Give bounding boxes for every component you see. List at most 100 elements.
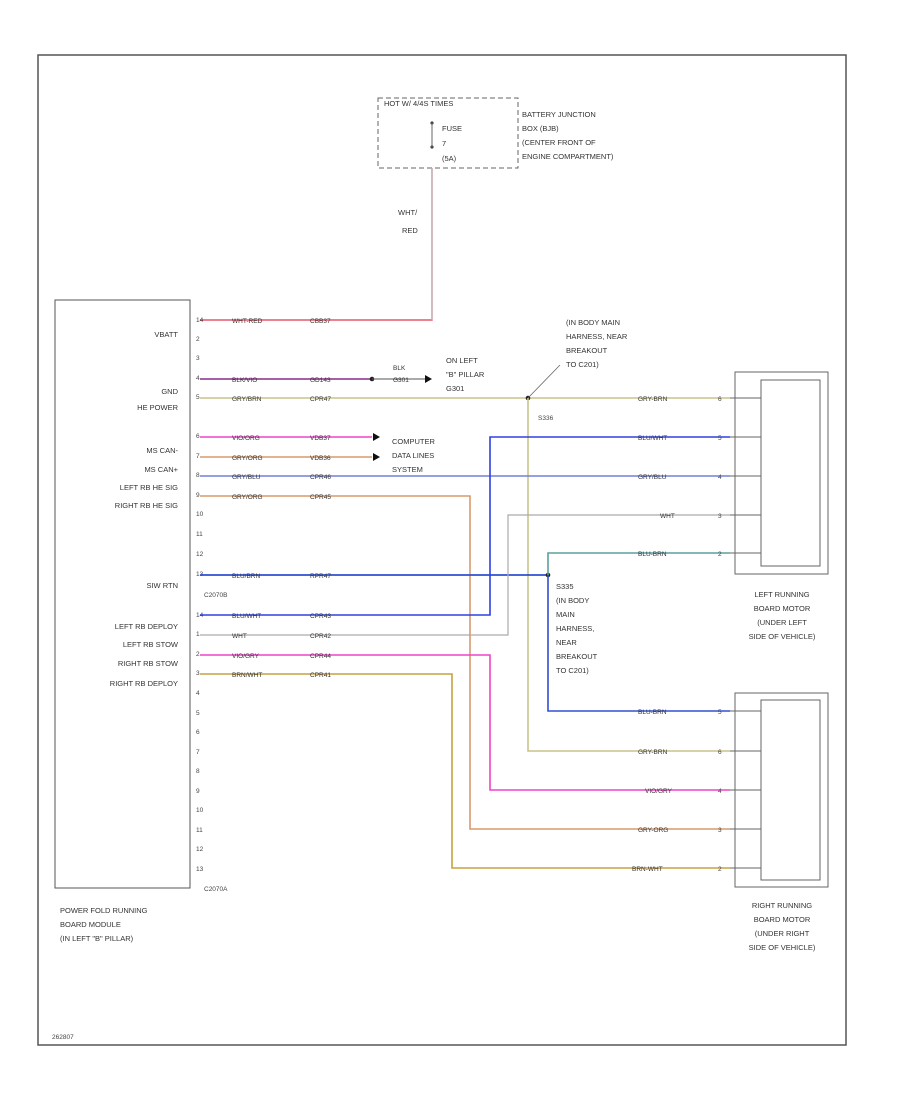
pin-number: 2 [196, 336, 200, 343]
pin-number: 12 [196, 846, 204, 853]
pin-number: 11 [196, 827, 203, 834]
signal-left-rb-deploy: LEFT RB DEPLOY [115, 622, 178, 631]
right-board-pin: 4 [718, 788, 722, 795]
signal-gnd: GND [161, 387, 178, 396]
wire-circuit: CPR46 [310, 474, 331, 481]
pin-number: 4 [196, 375, 200, 382]
wire-circuit: CBB37 [310, 318, 331, 325]
wire-color-code: BLU/WHT [232, 613, 261, 620]
pin-number: 6 [196, 433, 200, 440]
right-board-name: (UNDER RIGHT [755, 929, 810, 938]
pin-number: 3 [196, 670, 200, 677]
left-board-pin: 4 [718, 474, 722, 481]
feed-wire [200, 168, 433, 321]
running-board-module: VBATT GND HE POWER MS CAN- MS CAN+ LEFT … [54, 299, 228, 943]
pin-number: 12 [196, 551, 204, 558]
right-board-pin: 6 [718, 749, 722, 756]
right-board-name: SIDE OF VEHICLE) [749, 943, 816, 952]
connector-top-label: C2070B [204, 592, 228, 599]
fuse-location-line: BATTERY JUNCTION [522, 110, 596, 119]
diagram-frame [37, 54, 847, 1046]
left-board-pin: 5 [718, 435, 722, 442]
ground-note: BLK [393, 365, 406, 372]
fuse-label: FUSE [442, 124, 462, 133]
splice-bottom-note: NEAR [556, 638, 577, 647]
pin-number: 5 [196, 394, 200, 401]
wire-color-code: GRY/ORG [232, 494, 263, 501]
right-board-wire-label: GRY-BRN [638, 749, 668, 756]
left-board-pin: 2 [718, 551, 722, 558]
wire-circuit: CPR43 [310, 613, 331, 620]
module-name-line: (IN LEFT "B" PILLAR) [60, 934, 134, 943]
signal-ms-can-plus: MS CAN+ [144, 465, 178, 474]
module-name-line: POWER FOLD RUNNING [60, 906, 148, 915]
wire-circuit: CPR41 [310, 672, 331, 679]
wire-circuit: RPR47 [310, 573, 331, 580]
computer-lines-label: COMPUTER [392, 437, 436, 446]
feed-wire-label: WHT/ [398, 208, 418, 217]
wire-circuit: CPR47 [310, 396, 331, 403]
left-board-name: BOARD MOTOR [754, 604, 811, 613]
pin-number: 7 [196, 453, 200, 460]
wire-right-rb-he-sig [200, 495, 730, 830]
wire-color-code: BLK/VIO [232, 377, 257, 384]
pin-number: 5 [196, 710, 200, 717]
fuse-location-line: BOX (BJB) [522, 124, 559, 133]
fuse-box-header: HOT W/ 4/4S TIMES [384, 99, 453, 108]
signal-he-power: HE POWER [137, 403, 178, 412]
right-running-board-motor: BLU-BRN 5 GRY-BRN 6 VIO/GRY 4 GRY-ORG 3 … [632, 692, 829, 952]
left-board-wire-label: GRY/BLU [638, 474, 667, 481]
right-board-pin: 2 [718, 866, 722, 873]
right-board-wire-label: GRY-ORG [638, 827, 668, 834]
splice-bottom-note: BREAKOUT [556, 652, 598, 661]
fuse-amps: (5A) [442, 154, 457, 163]
wire-color-code: GRY/ORG [232, 455, 263, 462]
pin-number: 14 [196, 612, 204, 619]
right-board-pin: 5 [718, 709, 722, 716]
left-board-wire-label: BLU/WHT [638, 435, 667, 442]
wire-circuit: GD143 [310, 377, 331, 384]
wire-right-rb-deploy [200, 673, 730, 869]
wire-right-rb-stow [200, 654, 730, 791]
wire-siw-rtn-left [547, 552, 730, 575]
wire-circuit: CPR45 [310, 494, 331, 501]
wire-left-rb-stow [200, 514, 730, 636]
pin-number: 13 [196, 571, 204, 578]
splice-bottom-note: (IN BODY [556, 596, 589, 605]
wire-color-code: GRY/BRN [232, 396, 262, 403]
wire-color-code: VIO/ORG [232, 435, 260, 442]
splice-top-note: TO C201) [566, 360, 599, 369]
ground-location-line: ON LEFT [446, 356, 478, 365]
signal-vbatt: VBATT [154, 330, 178, 339]
splice-bottom-note: HARNESS, [556, 624, 594, 633]
pin-number: 1 [196, 631, 200, 638]
connector-bottom-label: C2070A [204, 886, 228, 893]
left-board-pin: 3 [718, 513, 722, 520]
right-board-name: BOARD MOTOR [754, 915, 811, 924]
wire-color-code: BRN/WHT [232, 672, 262, 679]
pin-number: 9 [196, 492, 200, 499]
wire-circuit: VDB37 [310, 435, 331, 442]
computer-lines-label: DATA LINES [392, 451, 434, 460]
wire-color-code: WHT [232, 633, 247, 640]
splice-bottom-note: TO C201) [556, 666, 589, 675]
wire-siw-rtn-right [547, 575, 730, 712]
fuse-location-line: (CENTER FRONT OF [522, 138, 596, 147]
wire-color-code: BLU/BRN [232, 573, 260, 580]
left-board-wire-label: GRY-BRN [638, 396, 668, 403]
wire-circuit: CPR42 [310, 633, 331, 640]
signal-right-rb-he-sig: RIGHT RB HE SIG [115, 501, 178, 510]
wire-he-power-right [527, 398, 730, 752]
left-running-board-motor: GRY-BRN 6 BLU/WHT 5 GRY/BLU 4 WHT 3 BLU-… [638, 371, 829, 641]
splice-top-note: BREAKOUT [566, 346, 608, 355]
right-board-name: RIGHT RUNNING [752, 901, 812, 910]
splice-top-note: (IN BODY MAIN [566, 318, 620, 327]
pin-number: 10 [196, 511, 204, 518]
module-wire-labels: WHT-RED CBB37 BLK/VIO GD143 GRY/BRN CPR4… [232, 318, 331, 679]
right-board-wire-label: VIO/GRY [645, 788, 673, 795]
pin-number: 14 [196, 317, 204, 324]
pin-number: 9 [196, 788, 200, 795]
signal-right-rb-deploy: RIGHT RB DEPLOY [110, 679, 178, 688]
footer-code: 262807 [52, 1034, 74, 1041]
